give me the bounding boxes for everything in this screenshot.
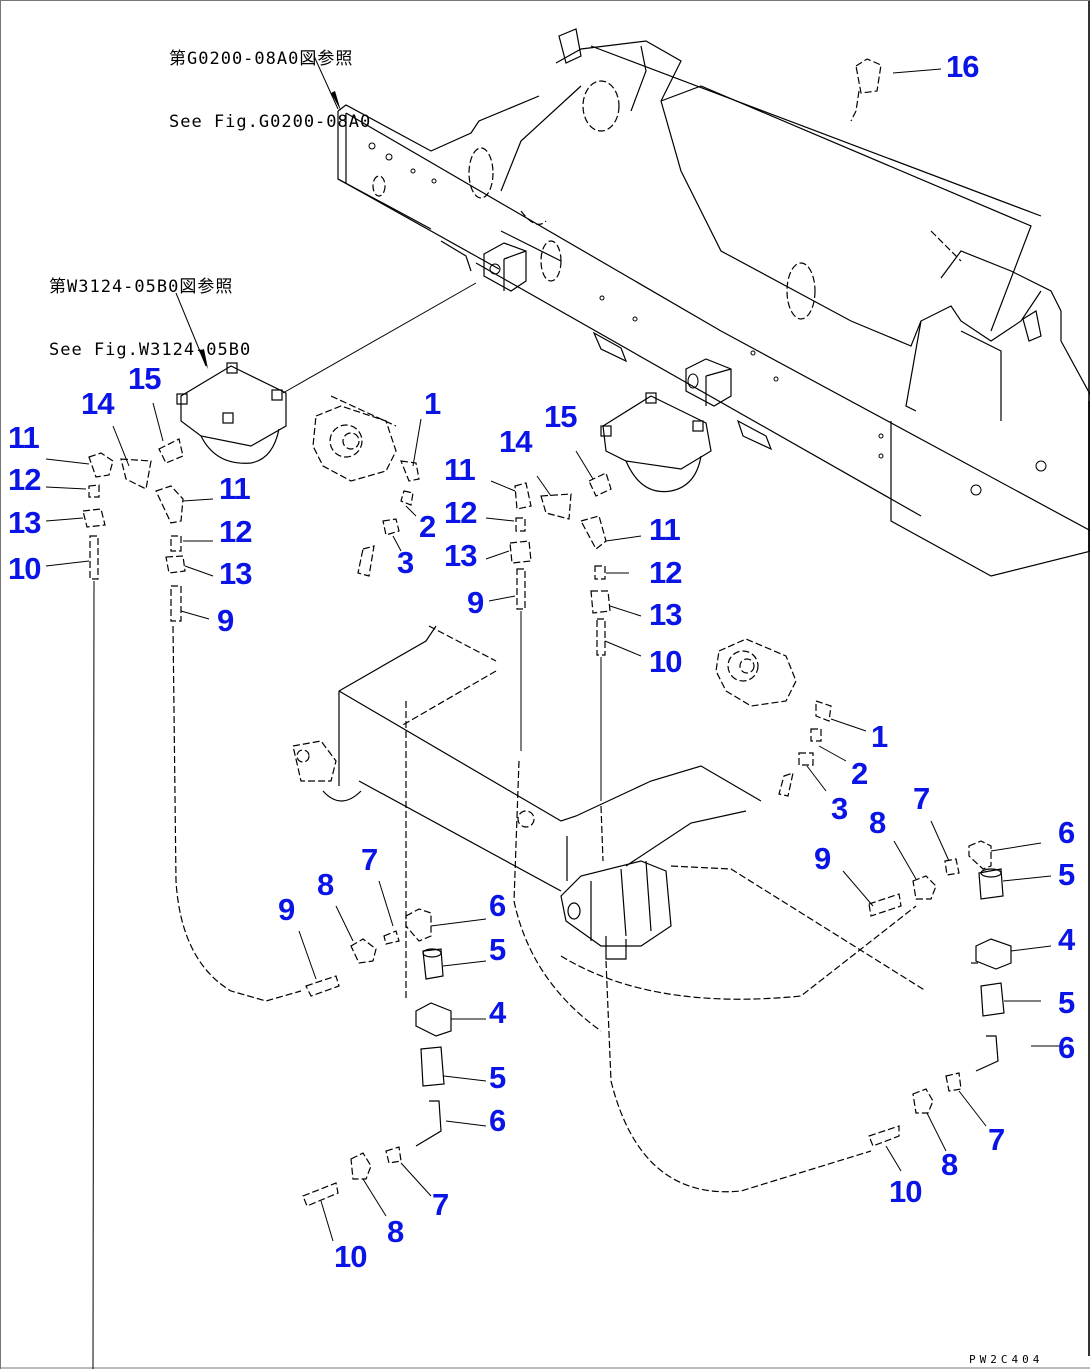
callout-12: 12 [444,495,477,530]
callout-14: 14 [499,424,532,459]
fittings-left-a [45,425,152,1369]
callout-12: 12 [649,555,682,590]
fittings-left-b [155,485,302,1002]
callout-4: 4 [489,995,506,1030]
reference-g0200: 第G0200-08A0図参照 See Fig.G0200-08A0 [169,7,371,175]
fittings-center-a [485,475,602,1032]
relay-valve-left [152,282,477,464]
callout-11: 11 [444,452,476,487]
reference-w3124-ja: 第W3124-05B0図参照 [49,277,234,297]
callout-16: 16 [946,49,979,84]
callout-5: 5 [489,932,506,967]
callout-8: 8 [869,805,886,840]
frame-border-bottom [1,1367,1090,1369]
callout-12: 12 [8,462,41,497]
callout-9: 9 [217,603,234,638]
callout-7: 7 [432,1187,449,1222]
callout-8: 8 [317,867,334,902]
callout-3: 3 [831,791,848,826]
callout-9: 9 [814,841,831,876]
callout-1: 1 [871,719,888,754]
callout-4: 4 [1058,922,1075,957]
callout-11: 11 [219,471,251,506]
frame-border-right [1088,1,1090,1356]
reference-leader-w3124 [175,292,208,369]
callout-10: 10 [889,1174,922,1209]
callout-12: 12 [219,514,252,549]
callout-14: 14 [81,386,114,421]
drawing-code: PW2C404 [969,1353,1044,1366]
callout-13: 13 [8,505,41,540]
callout-6: 6 [1058,1030,1075,1065]
brake-pedal-center [312,395,422,577]
callout-11: 11 [649,512,681,547]
callout-10: 10 [649,644,682,679]
callout-13: 13 [444,538,477,573]
callout-15: 15 [544,399,577,434]
callout-9: 9 [467,585,484,620]
callout-15: 15 [128,361,161,396]
callout-5: 5 [489,1060,506,1095]
callout-2: 2 [419,509,436,544]
reference-w3124-en: See Fig.W3124-05B0 [49,340,252,360]
brake-pedal-right [715,638,867,797]
callout-7: 7 [361,842,378,877]
callout-6: 6 [1058,815,1075,850]
callout-6: 6 [489,888,506,923]
callout-3: 3 [397,545,414,580]
proportioning-valve [560,860,927,1193]
reference-g0200-ja: 第G0200-08A0図参照 [169,49,354,69]
callout-8: 8 [387,1214,404,1249]
callout-6: 6 [489,1103,506,1138]
reservoir-box [292,625,762,1001]
callout-10: 10 [334,1239,367,1274]
callout-8: 8 [941,1147,958,1182]
callout-10: 10 [8,551,41,586]
callout-9: 9 [278,892,295,927]
callout-7: 7 [913,781,930,816]
reference-leader-g0200 [313,55,341,111]
chassis-frame [337,28,1090,577]
callout-1: 1 [424,386,441,421]
reference-g0200-en: See Fig.G0200-08A0 [169,112,372,132]
callout-5: 5 [1058,857,1075,892]
part-16-clip [850,58,942,122]
relay-valve-center [575,392,712,497]
callout-13: 13 [649,597,682,632]
tee-assembly-left [298,880,487,1242]
callout-5: 5 [1058,985,1075,1020]
callout-7: 7 [988,1122,1005,1157]
callout-11: 11 [8,420,40,455]
tee-assembly-right [842,820,1061,1172]
callout-2: 2 [851,756,868,791]
fittings-center-b [580,515,642,862]
reference-w3124: 第W3124-05B0図参照 See Fig.W3124-05B0 [49,235,251,403]
callout-13: 13 [219,556,252,591]
